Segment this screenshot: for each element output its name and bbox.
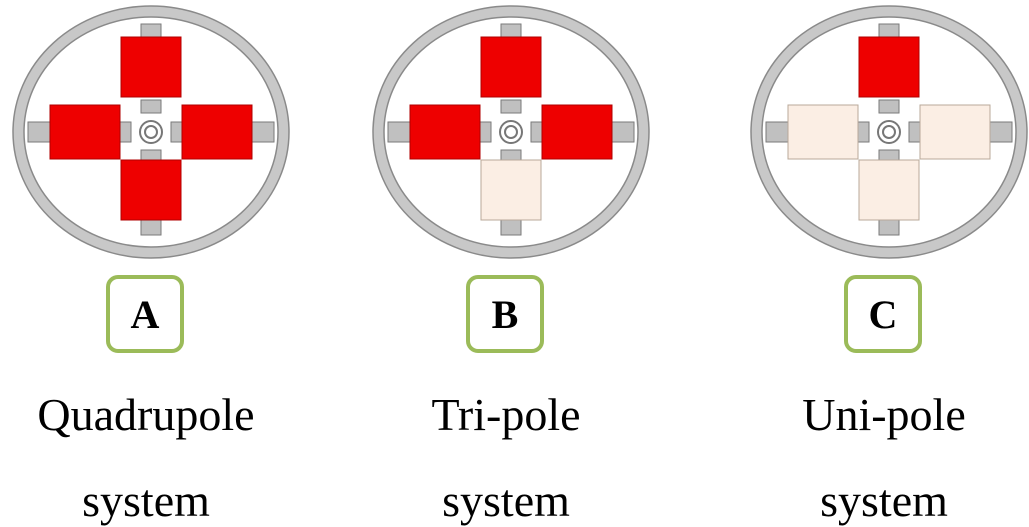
- left-pole-active: [49, 104, 121, 160]
- uni-pole-diagram: [750, 5, 1028, 259]
- left-pole-inactive: [787, 104, 859, 160]
- center-inner-circle: [882, 125, 896, 139]
- panel-caption-line1: Uni-pole: [802, 389, 966, 440]
- panel-letter-label: A: [106, 275, 184, 353]
- right-outer-connector: [251, 121, 275, 143]
- left-pole-active: [409, 104, 481, 160]
- left-outer-connector: [27, 121, 51, 143]
- bottom-outer-connector: [140, 219, 162, 236]
- right-outer-connector: [611, 121, 635, 143]
- panel-caption-line2: system: [442, 475, 570, 526]
- left-outer-connector: [765, 121, 789, 143]
- panel-caption-line2: system: [820, 475, 948, 526]
- panel-caption-line2: system: [82, 475, 210, 526]
- panel-caption-line1: Tri-pole: [431, 389, 581, 440]
- quadrupole-diagram: [12, 5, 290, 259]
- panel-letter-label: C: [844, 275, 922, 353]
- bottom-pole-active: [120, 159, 182, 221]
- panel-uni-pole: C Uni-pole system: [744, 0, 1029, 527]
- top-pole-active: [858, 36, 920, 98]
- panel-caption-line1: Quadrupole: [37, 389, 255, 440]
- top-pole-active: [480, 36, 542, 98]
- center-inner-circle: [144, 125, 158, 139]
- panel-letter-label: B: [466, 275, 544, 353]
- bottom-pole-inactive: [480, 159, 542, 221]
- top-inner-connector: [878, 99, 900, 114]
- panel-tri-pole: B Tri-pole system: [366, 0, 666, 527]
- top-pole-active: [120, 36, 182, 98]
- panel-quadrupole: A Quadrupole system: [6, 0, 306, 527]
- bottom-pole-inactive: [858, 159, 920, 221]
- bottom-outer-connector: [878, 219, 900, 236]
- bottom-outer-connector: [500, 219, 522, 236]
- right-outer-connector: [989, 121, 1013, 143]
- tri-pole-diagram: [372, 5, 650, 259]
- right-pole-inactive: [919, 104, 991, 160]
- right-pole-active: [181, 104, 253, 160]
- right-pole-active: [541, 104, 613, 160]
- center-inner-circle: [504, 125, 518, 139]
- top-inner-connector: [140, 99, 162, 114]
- top-inner-connector: [500, 99, 522, 114]
- left-outer-connector: [387, 121, 411, 143]
